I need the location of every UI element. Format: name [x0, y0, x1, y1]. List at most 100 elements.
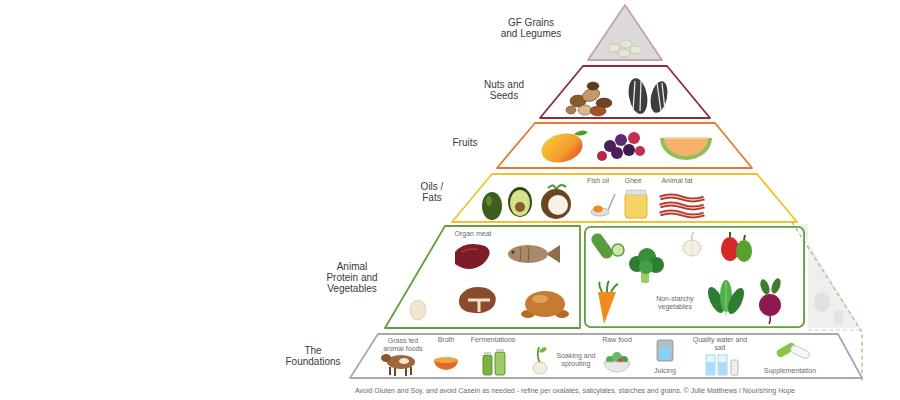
box-outline: [385, 226, 580, 328]
berries-icon: [597, 132, 645, 161]
melon-icon: [664, 137, 708, 139]
food-label: Organ meat: [450, 230, 496, 238]
box-outline: [385, 226, 580, 328]
food-label: Raw food: [600, 336, 634, 344]
berries-icon: [597, 151, 607, 161]
food-group-box: Organ meat: [385, 226, 580, 328]
cow-icon: [387, 355, 415, 369]
food-label: Fish oil: [580, 177, 616, 185]
excluded-foods-area: [797, 224, 860, 328]
chicken-icon: [525, 291, 565, 317]
fermentation-jars-icon: [483, 355, 492, 375]
fermentation-jars-icon: [496, 349, 504, 352]
peppers-icon: [730, 232, 745, 240]
pyramid-tier: Fruits: [497, 123, 752, 168]
chicken-icon: [532, 295, 548, 303]
bacon-icon: [660, 196, 704, 216]
excluded-foods-area: [834, 310, 843, 325]
grain-icon: [608, 40, 642, 57]
pyramid-tier: The FoundationsGrass fed animal foodsBro…: [350, 334, 862, 378]
organ-meat-icon: [455, 244, 490, 269]
tier-trapezoid: [497, 123, 752, 168]
ghee-jar-icon: [625, 194, 647, 218]
egg-icon: [410, 300, 426, 320]
tier-triangle: [588, 5, 662, 60]
pyramid-tier: Animal Protein and VegetablesOrgan meatN…: [385, 226, 805, 328]
cucumber-icon: [612, 244, 624, 256]
excluded-foods-area: [814, 292, 830, 312]
pyramid-tier: Oils / FatsFish oilGheeAnimal fat: [452, 174, 797, 222]
fish-icon: [508, 245, 560, 263]
mango-icon: [574, 130, 588, 135]
avocado-half-icon: [510, 190, 530, 216]
seeds-icon: [657, 83, 665, 111]
bacon-icon: [660, 204, 704, 208]
water-salt-icon: [731, 360, 738, 375]
excluded-foods-area: [808, 330, 862, 331]
seeds-icon: [633, 81, 641, 111]
tier-label: Fruits: [440, 137, 490, 148]
tier-triangle: [585, 4, 665, 62]
tier-trapezoid: [452, 174, 797, 222]
nuts-icon: [566, 106, 576, 114]
avocado-half-icon: [508, 187, 532, 217]
fish-icon: [508, 245, 548, 263]
berries-icon: [623, 144, 635, 156]
broth-bowl-icon: [434, 357, 458, 363]
garlic-icon: [692, 232, 694, 240]
peppers-icon: [736, 240, 752, 262]
peppers-icon: [721, 232, 752, 262]
broth-bowl-icon: [434, 357, 458, 370]
carrot-icon: [598, 292, 616, 324]
raw-food-icon: [604, 362, 630, 372]
berries-icon: [615, 134, 627, 146]
water-salt-icon: [707, 362, 715, 375]
seeds-icon: [626, 77, 670, 116]
beet-icon: [769, 316, 770, 324]
fermentation-jars-icon: [483, 349, 505, 375]
ghee-jar-icon: [625, 190, 647, 218]
chicken-icon: [521, 291, 569, 318]
organ-meat-icon: [455, 244, 490, 269]
avocado-half-icon: [508, 187, 532, 217]
food-label: Ghee: [618, 177, 648, 185]
food-label: Fermentations: [468, 336, 518, 344]
cucumber-icon: [589, 231, 624, 261]
pyramid-tier: GF Grains and Legumes: [585, 4, 665, 62]
beet-icon: [759, 278, 772, 296]
tier-label: Nuts and Seeds: [478, 79, 530, 101]
box-outline: [585, 227, 804, 327]
water-salt-icon: [719, 362, 727, 375]
beet-icon: [770, 277, 783, 295]
water-salt-icon: [706, 355, 715, 375]
seeds-icon: [626, 77, 650, 116]
tier-label: GF Grains and Legumes: [500, 17, 562, 39]
egg-icon: [410, 300, 426, 320]
avocado-half-icon: [515, 202, 525, 212]
food-label: Soaking and sprouting: [555, 352, 597, 367]
coconut-icon: [541, 185, 571, 219]
grain-icon: [620, 40, 632, 48]
broccoli-icon: [639, 260, 653, 274]
box-outline: [584, 226, 805, 328]
bacon-icon: [660, 212, 704, 216]
food-label: Non-starchy vegetables: [650, 295, 700, 310]
food-label: Quality water and salt: [690, 336, 750, 351]
raw-food-icon: [604, 352, 630, 372]
garlic-icon: [683, 240, 701, 256]
bacon-icon: [660, 196, 704, 200]
steak-icon: [459, 287, 496, 313]
mango-icon: [538, 129, 588, 167]
food-label: Grass fed animal foods: [380, 337, 426, 352]
pyramid-tier: Nuts and Seeds: [540, 66, 710, 118]
juicer-icon: [657, 340, 673, 361]
tier-label: The Foundations: [283, 345, 343, 367]
steak-icon: [459, 287, 496, 313]
bacon-icon: [660, 212, 704, 216]
grain-icon: [630, 46, 642, 54]
tier-trapezoid: [540, 66, 710, 118]
food-label: Animal fat: [654, 177, 700, 185]
cow-icon: [399, 358, 409, 364]
nuts-icon: [590, 106, 606, 116]
